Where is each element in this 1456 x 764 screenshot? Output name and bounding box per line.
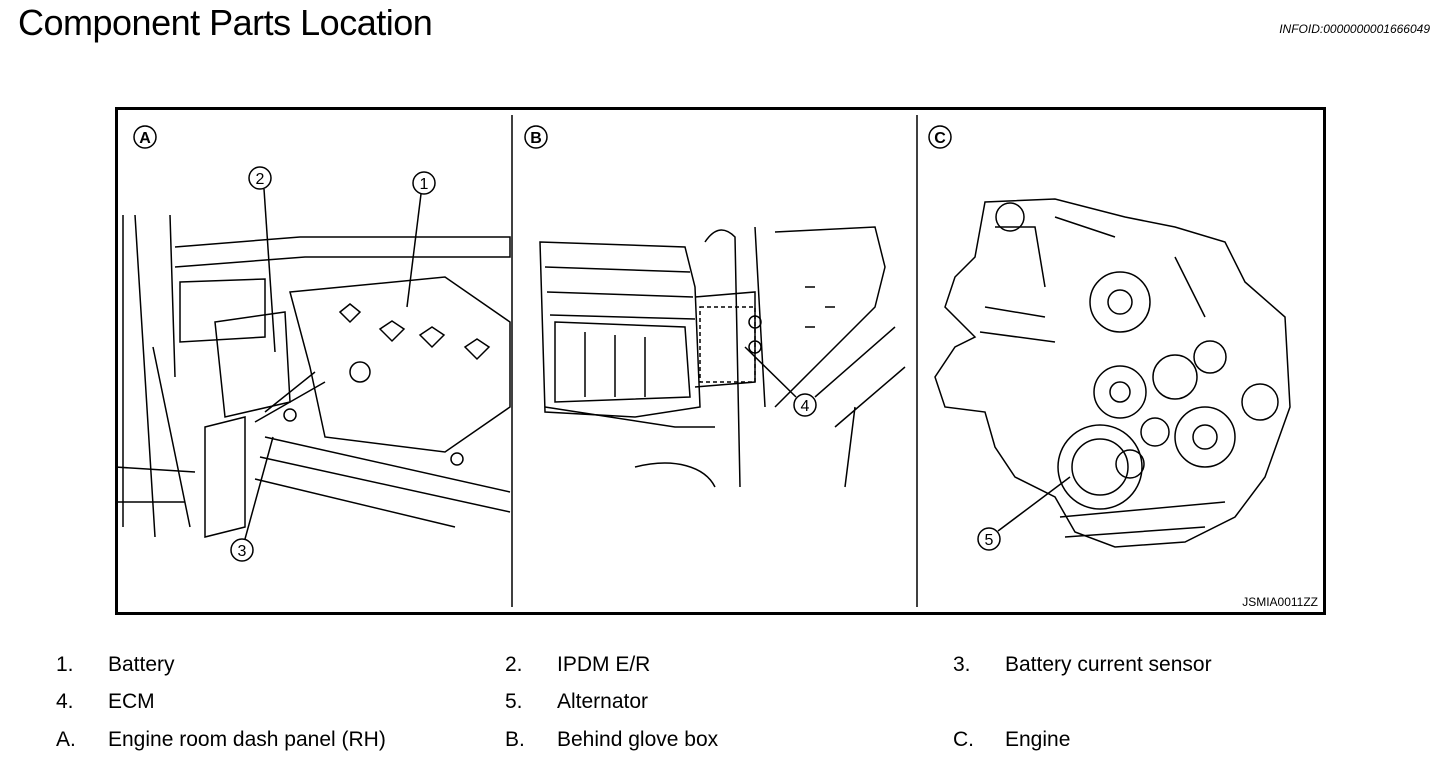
panel-c-label: C <box>934 130 946 147</box>
legend-num: A. <box>56 728 76 751</box>
figure-id: JSMIA0011ZZ <box>1242 595 1318 609</box>
legend-num: 2. <box>505 653 523 676</box>
panel-a-illustration <box>115 214 511 538</box>
callout-3: 3 <box>238 543 247 560</box>
panel-a-label: A <box>139 130 151 147</box>
legend-num: 1. <box>56 653 74 676</box>
callout-4: 4 <box>801 398 810 415</box>
legend-num: B. <box>505 728 525 751</box>
panel-b-label: B <box>530 130 542 147</box>
legend-num: 5. <box>505 690 523 713</box>
legend-text: IPDM E/R <box>557 653 651 676</box>
callout-1: 1 <box>420 176 429 193</box>
legend-text: Behind glove box <box>557 728 719 751</box>
page-title: Component Parts Location <box>18 2 433 43</box>
legend-text: ECM <box>108 690 155 713</box>
legend-text: Engine <box>1005 728 1071 751</box>
legend-num: 3. <box>953 653 971 676</box>
component-location-figure: 1 2 3 A 4 <box>115 107 1326 615</box>
callout-5: 5 <box>985 532 994 549</box>
legend-num: C. <box>953 728 974 751</box>
panel-b-illustration <box>539 226 906 488</box>
legend-text: Alternator <box>557 690 649 713</box>
legend-num: 4. <box>56 690 74 713</box>
callout-2: 2 <box>256 171 265 188</box>
panel-c-illustration <box>934 198 1291 548</box>
legend-text: Battery current sensor <box>1005 653 1212 676</box>
legend-text: Battery <box>108 653 175 676</box>
info-id: INFOID:0000000001666049 <box>1279 22 1430 36</box>
legend-text: Engine room dash panel (RH) <box>108 728 386 751</box>
